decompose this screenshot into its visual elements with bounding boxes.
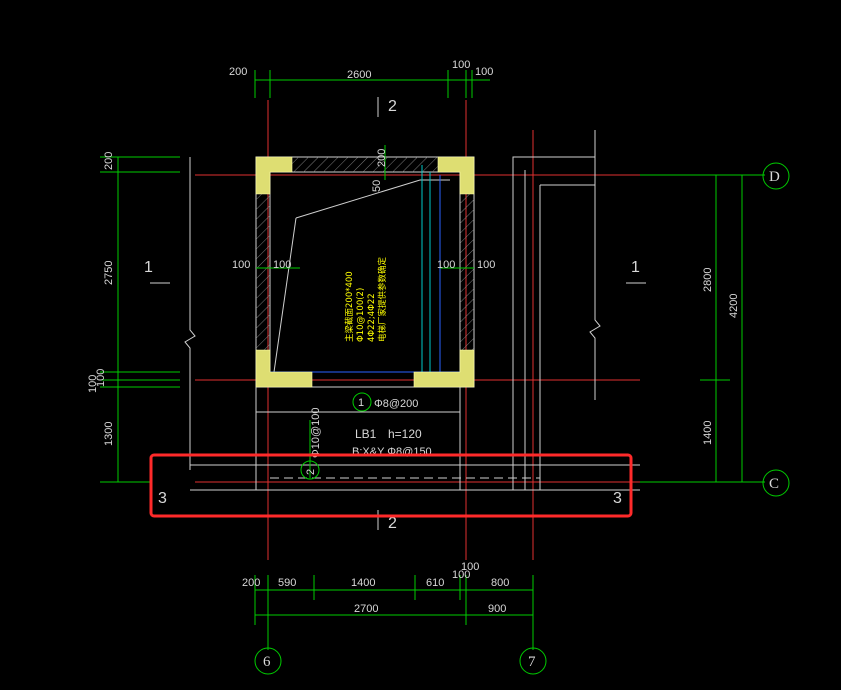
- top-dim-200: 200: [229, 66, 247, 78]
- axis-bubble-d: [762, 162, 790, 190]
- bottom-dim-590: 590: [278, 577, 296, 589]
- rebar-2-spec: Φ10@100: [310, 407, 322, 458]
- inner-dim-top-50: 50: [371, 180, 383, 192]
- top-dim-100-b: 100: [475, 66, 493, 78]
- rebar-2-number: 2: [305, 469, 317, 475]
- axis-label-6: 6: [263, 654, 271, 670]
- rebar-callout-2: 2 Φ10@100: [300, 407, 322, 480]
- rebar-1-number: 1: [358, 397, 364, 409]
- top-wall-hatch: [270, 157, 460, 172]
- top-dimensions: 200 2600 100 100: [229, 59, 493, 98]
- column-bottom-left: [255, 349, 313, 388]
- beam-note-line-2: Φ10@100(2): [356, 288, 366, 342]
- axis-label-d: D: [769, 169, 780, 185]
- left-dim-100-a: 100: [87, 375, 99, 393]
- left-wall-hatch: [256, 157, 270, 387]
- rebar-callout-1: 1 Φ8@200: [352, 392, 418, 412]
- axis-label-c: C: [769, 476, 779, 492]
- beam-annotation: 主梁截面200*400 Φ10@100(2) 4Φ22;4Φ22 电梯厂家提供参…: [344, 256, 388, 342]
- top-dim-100-a: 100: [452, 59, 470, 71]
- slab-name: LB1: [355, 427, 377, 441]
- bottom-dim-200: 200: [242, 577, 260, 589]
- axis-label-7: 7: [528, 654, 536, 670]
- inner-dim-left-a: 100: [232, 259, 250, 271]
- bottom-dim-800: 800: [491, 577, 509, 589]
- beam-note-line-4: 电梯厂家提供参数确定: [377, 256, 388, 342]
- top-dim-2600: 2600: [347, 69, 371, 81]
- bottom-dim-100-b: 100: [461, 561, 479, 573]
- column-bottom-right: [413, 349, 475, 388]
- section-marks: 2 2 1 1 3 3: [144, 97, 646, 532]
- axis-bubble-c: [762, 469, 790, 497]
- bottom-dim-100-a: 100: [452, 569, 470, 581]
- left-dim-1300: 1300: [103, 422, 115, 446]
- left-dim-2750: 2750: [103, 261, 115, 285]
- slab-thickness: h=120: [388, 427, 422, 441]
- section-mark-bottom: 2: [388, 515, 397, 532]
- shaft-walls: [184, 130, 640, 491]
- left-dim-100-b: 100: [95, 369, 107, 387]
- right-dimensions: 2800 1400 4200: [640, 174, 765, 483]
- inner-dim-right-b: 100: [477, 259, 495, 271]
- axis-bubble-7: [519, 647, 547, 675]
- slab-label: LB1 h=120 B:X&Y Φ8@150: [352, 427, 432, 458]
- bottom-dimensions: 200 590 1400 610 100 100 800 2700 900: [242, 561, 534, 650]
- section-mark-band-left: 3: [158, 490, 167, 507]
- right-dim-1400: 1400: [702, 421, 714, 445]
- beam-note-line-1: 主梁截面200*400: [344, 271, 355, 342]
- section-mark-left: 1: [144, 259, 153, 276]
- axis-bubbles: D C 6 7: [254, 162, 790, 675]
- column-top-right: [437, 156, 475, 195]
- bottom-dim-2700: 2700: [354, 603, 378, 615]
- axis-bubble-6: [254, 647, 282, 675]
- bottom-dim-900: 900: [488, 603, 506, 615]
- right-break-line: [589, 130, 601, 400]
- left-dim-200: 200: [103, 152, 115, 170]
- section-mark-right: 1: [631, 259, 640, 276]
- inner-dim-right-a: 100: [437, 259, 455, 271]
- section-mark-top: 2: [388, 98, 397, 115]
- diagonal-line: [273, 217, 297, 373]
- rebar-1-spec: Φ8@200: [374, 398, 418, 410]
- column-top-left: [255, 156, 293, 195]
- inner-dim-left-b: 100: [273, 259, 291, 271]
- left-break-line: [184, 157, 196, 470]
- inner-dim-top-200: 200: [376, 149, 388, 167]
- bottom-dim-1400: 1400: [351, 577, 375, 589]
- bottom-dim-610: 610: [426, 577, 444, 589]
- right-dim-2800: 2800: [702, 268, 714, 292]
- beam-note-line-3: 4Φ22;4Φ22: [367, 293, 377, 342]
- right-wall-hatch: [460, 157, 474, 387]
- right-structure-outline: [512, 156, 595, 490]
- columns: [255, 156, 475, 388]
- section-mark-band-right: 3: [613, 490, 622, 507]
- highlight-box: [149, 453, 633, 518]
- left-dimensions: 200 2750 100 100 1300: [87, 152, 180, 483]
- inner-dimensions: 100 100 100 100 200 50: [232, 145, 495, 271]
- right-dim-4200: 4200: [728, 294, 740, 318]
